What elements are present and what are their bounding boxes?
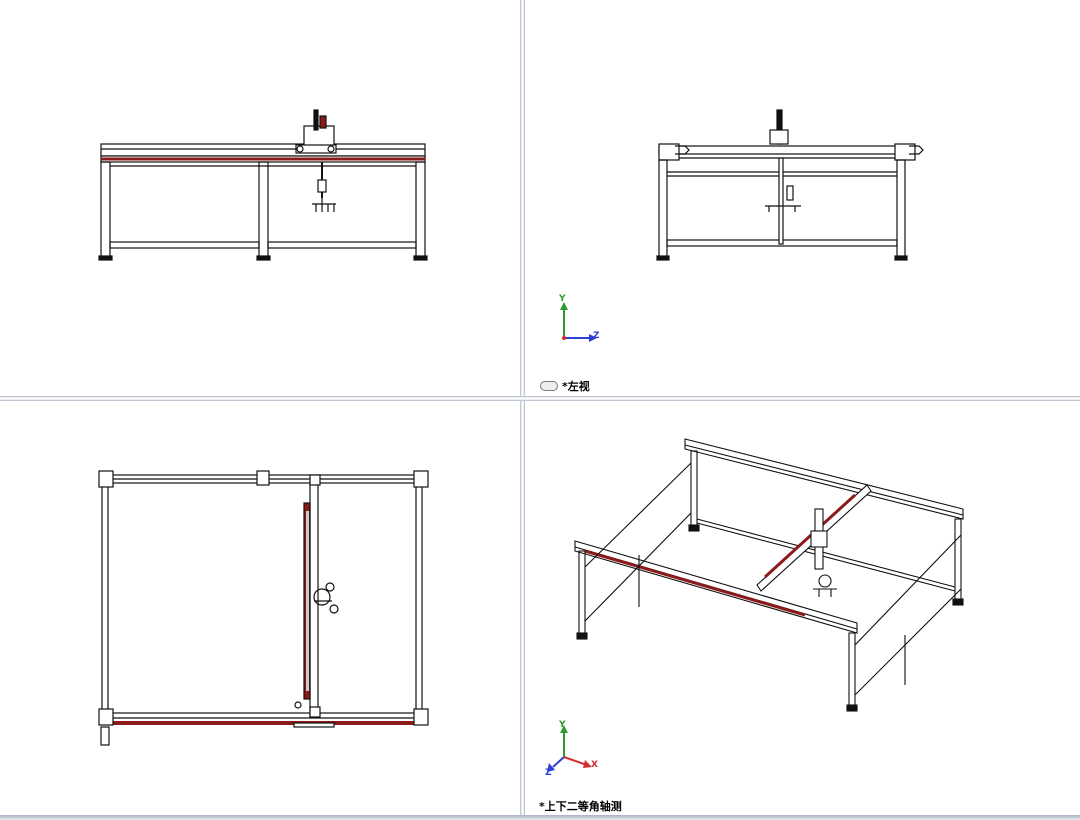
axis-triad-icon bbox=[547, 725, 592, 772]
link-icon bbox=[540, 381, 558, 391]
front-top-rail bbox=[100, 143, 426, 157]
viewport-dimetric[interactable]: Y X Z *上下二等角轴测 bbox=[525, 401, 1080, 815]
axis-triad-icon bbox=[560, 302, 597, 342]
left-leg-left bbox=[658, 159, 668, 259]
view-label-left: *左视 bbox=[540, 378, 590, 394]
axis-z-label: Z bbox=[593, 331, 600, 341]
front-view-drawing bbox=[98, 109, 428, 261]
viewport-left-view[interactable]: Y Z *左视 bbox=[525, 0, 1080, 396]
viewport-splitter-vertical[interactable] bbox=[520, 0, 525, 820]
left-top-rail bbox=[658, 145, 906, 155]
viewport-top-view[interactable] bbox=[0, 401, 520, 815]
bottom-border bbox=[0, 815, 1080, 820]
viewport-front[interactable] bbox=[0, 0, 520, 396]
front-leg-left bbox=[100, 161, 111, 259]
axis-y-label: Y bbox=[559, 720, 566, 730]
viewport-splitter-horizontal[interactable] bbox=[0, 396, 1080, 401]
front-leg-right bbox=[415, 161, 426, 259]
top-view-drawing bbox=[98, 470, 429, 746]
top-beam-right bbox=[415, 482, 423, 714]
top-beam-left bbox=[101, 482, 109, 714]
left-view-drawing bbox=[560, 109, 924, 342]
axis-z-label: Z bbox=[545, 768, 552, 778]
left-leg-right bbox=[896, 159, 906, 259]
front-leg-mid bbox=[258, 161, 269, 259]
axis-y-label: Y bbox=[559, 294, 566, 304]
view-label-dimetric: *上下二等角轴测 bbox=[539, 800, 622, 813]
dimetric-rail-back bbox=[684, 438, 964, 520]
axis-x-label: X bbox=[591, 760, 598, 770]
dimetric-view-drawing bbox=[547, 438, 964, 772]
